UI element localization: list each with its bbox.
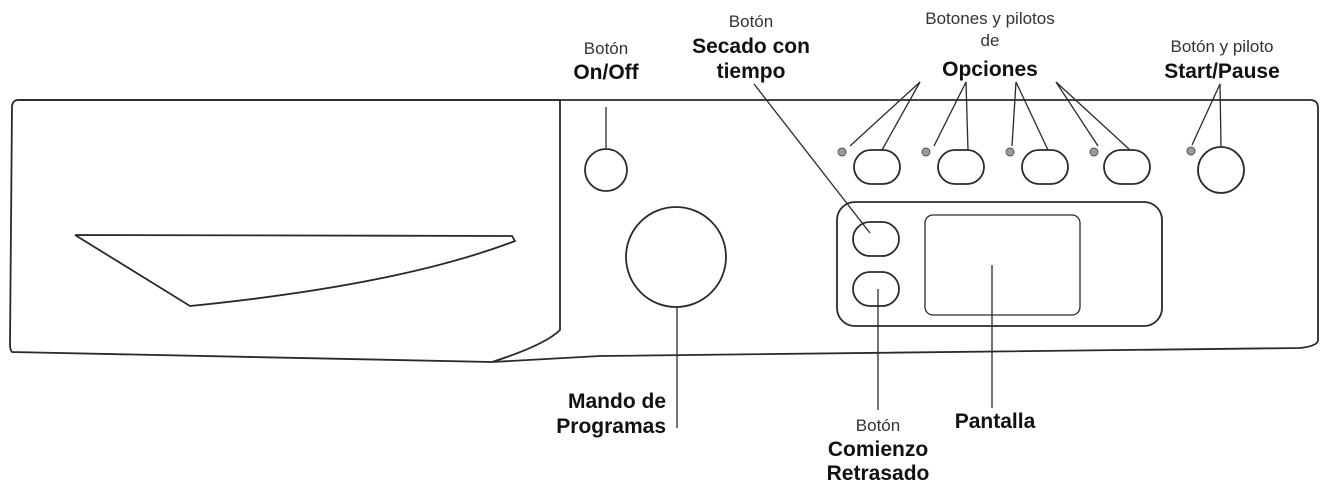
leader-start-b [1219,83,1222,148]
secado-prefix: Botón [729,12,773,31]
display-module [836,201,1163,327]
leader-opciones-1a [849,81,921,147]
leader-opciones-2a [933,81,967,147]
option-button-3[interactable] [1021,149,1069,185]
start-pilot [1186,146,1196,156]
leader-opciones-2b [965,81,969,151]
program-knob[interactable] [625,206,727,308]
option-pilot-2 [921,147,931,157]
mando-name-1: Mando de [568,390,666,413]
display-screen [924,214,1081,316]
onoff-prefix: Botón [584,39,628,58]
leader-opciones-3a [1011,81,1017,147]
mando-name-2: Programas [556,415,666,438]
panel-outline [9,99,1319,363]
onoff-button[interactable] [584,148,628,192]
leader-opciones-4b [1055,81,1131,151]
onoff-name: On/Off [573,61,639,84]
drawer-handle[interactable] [74,234,517,307]
secado-button[interactable] [852,221,900,257]
option-pilot-4 [1089,147,1099,157]
secado-name-2: tiempo [717,60,786,83]
option-button-1[interactable] [853,149,901,185]
leader-start-a [1191,83,1221,146]
leader-opciones-3b [1015,81,1049,151]
comienzo-button[interactable] [852,271,900,307]
start-prefix: Botón y piloto [1170,37,1273,56]
leader-secado [753,83,871,234]
option-button-2[interactable] [937,149,985,185]
leader-opciones-1b [881,81,921,151]
comienzo-name-2: Retrasado [827,462,930,485]
start-pause-button[interactable] [1197,146,1245,194]
start-name: Start/Pause [1164,60,1280,83]
detergent-drawer[interactable] [18,99,561,363]
secado-name-1: Secado con [692,35,810,58]
leader-opciones-4a [1055,81,1099,147]
pantalla-name: Pantalla [955,410,1036,433]
option-button-4[interactable] [1103,149,1151,185]
option-pilot-3 [1005,147,1015,157]
comienzo-name-1: Comienzo [828,438,928,461]
opciones-prefix-1: Botones y pilotos [925,9,1054,28]
opciones-name: Opciones [942,58,1038,81]
opciones-prefix-2: de [981,31,1000,50]
comienzo-prefix: Botón [856,416,900,435]
option-pilot-1 [837,147,847,157]
